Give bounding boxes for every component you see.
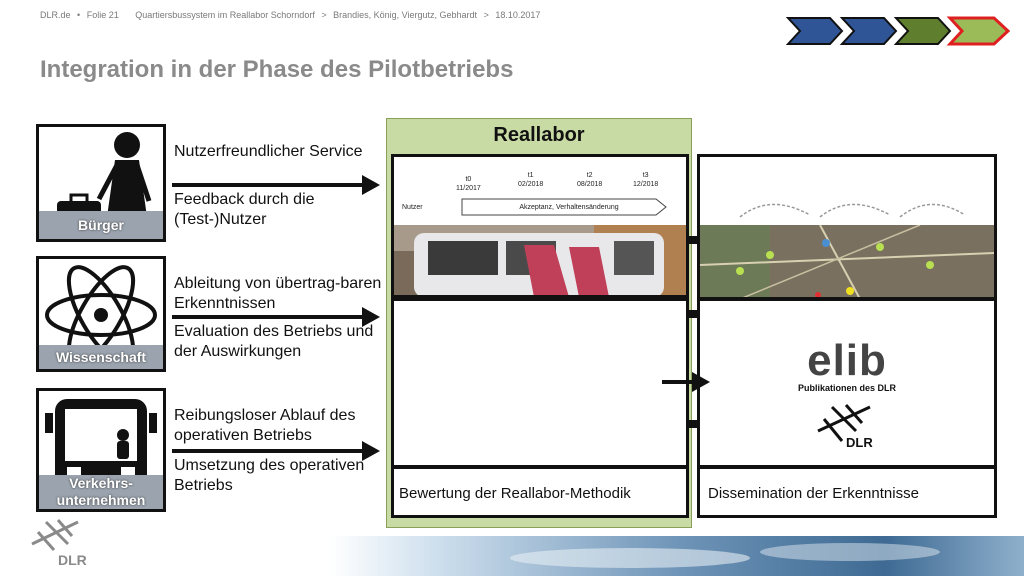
- dissemination-caption-box: [697, 466, 997, 518]
- stakeholder-label-buerger: Bürger: [39, 211, 163, 239]
- bus-icon: [45, 399, 157, 489]
- dlr-logo-text: DLR: [846, 435, 873, 450]
- elib-subtitle: Publikationen des DLR: [797, 383, 896, 393]
- chevron-step-4-active: [946, 16, 1011, 46]
- arrow-buerger-line: [172, 183, 362, 187]
- footer-dlr-logo: DLR: [28, 518, 88, 568]
- stakeholder-text-1a: Nutzerfreundlicher Service: [174, 143, 363, 160]
- header-org: DLR.de: [40, 10, 71, 20]
- header-line: DLR.de • Folie 21 Quartiersbussystem im …: [40, 10, 544, 20]
- stakeholder-text-3b: Umsetzung des operativen Betriebs: [174, 457, 365, 494]
- header-slide: Folie 21: [86, 10, 119, 20]
- header-sep-2: >: [483, 10, 489, 20]
- bus-photo: [394, 225, 686, 295]
- timeline-arrow: [461, 198, 667, 216]
- connector-top: [689, 236, 699, 244]
- arrow-to-elib-line: [662, 380, 692, 384]
- timeline-bar-label: Akzeptanz, Verhaltensänderung: [519, 204, 619, 211]
- elib-logo: elib: [807, 336, 887, 385]
- method-caption: Bewertung der Reallabor-Methodik: [399, 485, 631, 502]
- chevron-step-1: [786, 17, 844, 45]
- page-title: Integration in der Phase des Pilotbetrie…: [40, 56, 514, 83]
- header-sep-1: >: [321, 10, 327, 20]
- arrow-verkehr-head: [362, 441, 380, 461]
- arrow-verkehr-line: [172, 449, 362, 453]
- city-map: [700, 225, 994, 297]
- method-frame: [391, 298, 689, 468]
- header-project: Quartiersbussystem im Reallabor Schorndo…: [135, 10, 315, 20]
- stakeholder-label-unternehmen: unternehmen: [56, 492, 146, 508]
- stakeholder-text-3a: Reibungsloser Ablauf des operativen Betr…: [174, 407, 356, 444]
- reallabor-title: Reallabor: [493, 124, 585, 146]
- stakeholder-text-2a: Ableitung von übertrag-baren Erkenntniss…: [174, 275, 382, 312]
- stakeholder-text-2b: Evaluation des Betriebs und der Auswirku…: [174, 323, 374, 360]
- footer-earth-band: [330, 536, 1024, 576]
- arrow-wissenschaft-head: [362, 307, 380, 327]
- loop-arrows: [739, 203, 966, 218]
- progress-chevrons: [786, 16, 1011, 46]
- map-frame: [697, 154, 997, 300]
- arrow-wissenschaft-line: [172, 315, 362, 319]
- stakeholder-label-verkehrsunternehmen: Verkehrs- unternehmen: [39, 475, 163, 509]
- dissemination-caption: Dissemination der Erkenntnisse: [708, 485, 919, 502]
- elib-frame: elib Publikationen des DLR DLR: [697, 298, 997, 468]
- timeline-row-label: Nutzer: [402, 204, 423, 211]
- dlr-logo-icon: [817, 404, 871, 442]
- stakeholder-label-wissenschaft: Wissenschaft: [39, 345, 163, 369]
- chevron-step-3: [893, 17, 952, 45]
- arrow-to-elib-head: [692, 372, 710, 392]
- connector-mid: [689, 310, 699, 318]
- stakeholder-label-verkehrs: Verkehrs-: [69, 475, 133, 491]
- stakeholder-text-1b: Feedback durch die (Test-)Nutzer: [174, 191, 315, 228]
- arrow-buerger-head: [362, 175, 380, 195]
- header-authors: Brandies, König, Viergutz, Gebhardt: [333, 10, 478, 20]
- method-caption-box: [391, 466, 689, 518]
- footer-dlr-icon: [31, 519, 79, 551]
- connector-low: [689, 420, 699, 428]
- stakeholder-card-buerger: Bürger: [36, 124, 166, 242]
- header-bullet: •: [77, 10, 81, 20]
- stakeholder-card-wissenschaft: Wissenschaft: [36, 256, 166, 372]
- stakeholder-card-verkehrsunternehmen: Verkehrs- unternehmen: [36, 388, 166, 512]
- chevron-step-2: [839, 17, 898, 45]
- footer-dlr-text: DLR: [58, 552, 87, 568]
- header-date: 18.10.2017: [495, 10, 541, 20]
